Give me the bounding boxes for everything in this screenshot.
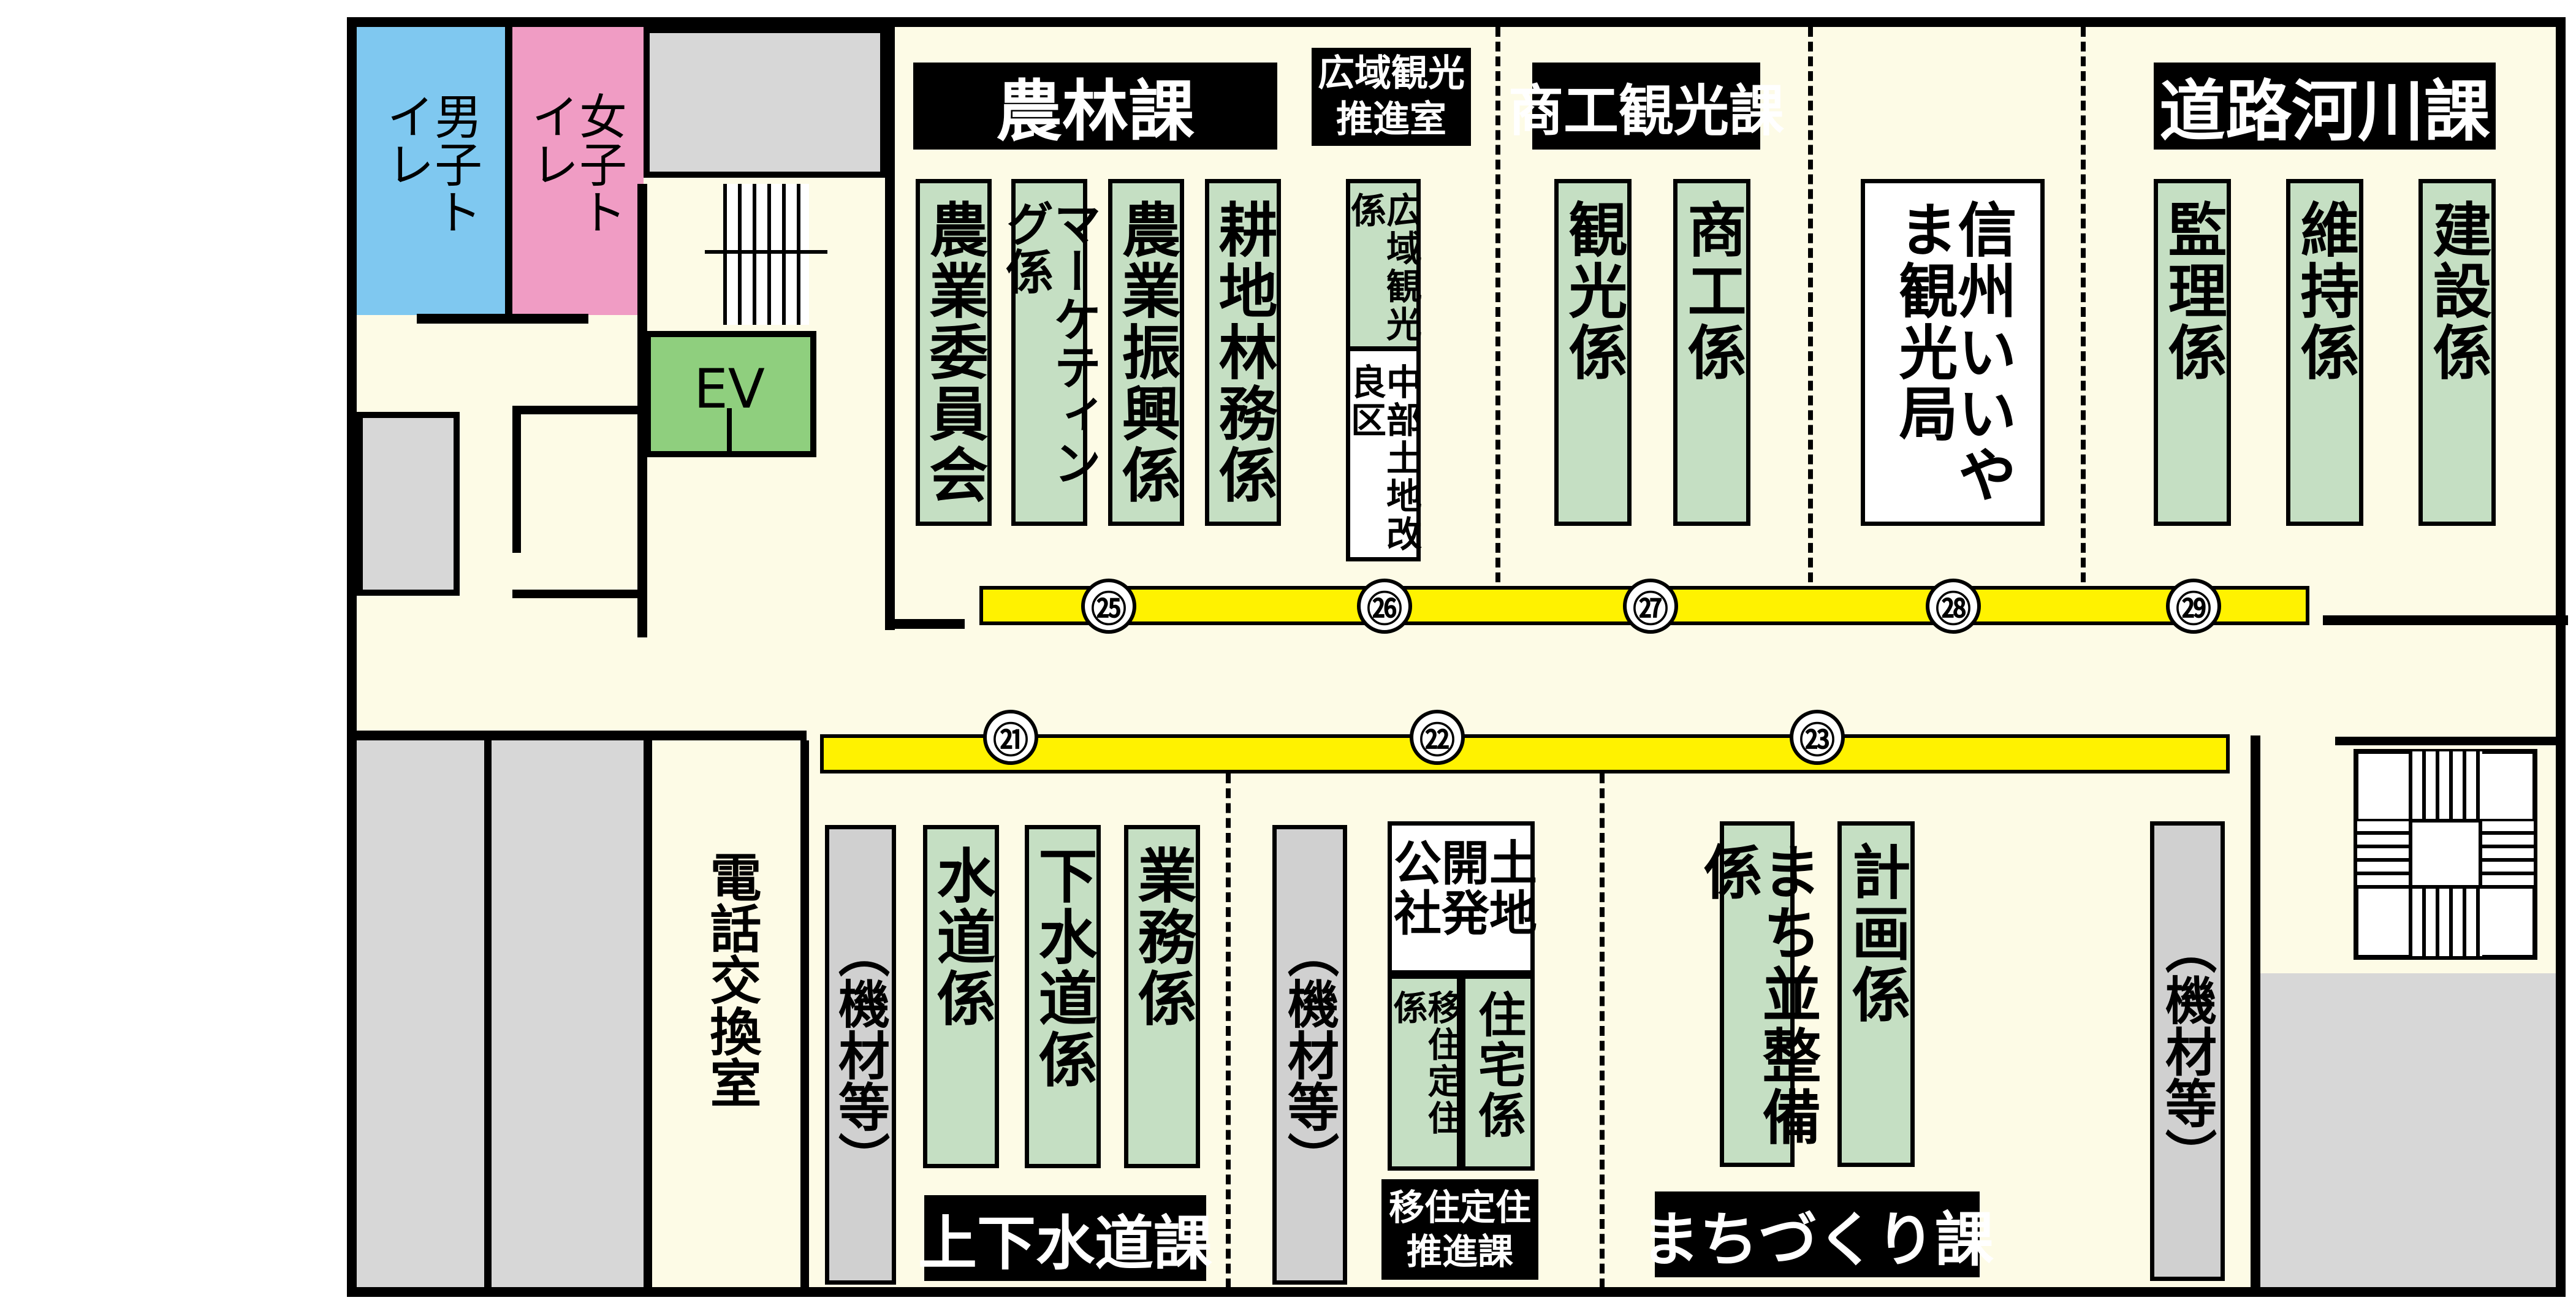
desk-marketing: マーケティング係 <box>998 179 1101 526</box>
wall <box>484 740 492 1287</box>
wall <box>512 406 521 553</box>
equipment-area: （機材等） <box>825 825 896 1285</box>
desk-machinami: まち並整備係 <box>1693 821 1821 1167</box>
equipment-area: （機材等） <box>1272 825 1347 1285</box>
womens-toilet-label: 女子トイレ <box>523 92 626 235</box>
desk-nogyo-shinko: 農業振興係 <box>1108 179 1184 526</box>
section-divider <box>1226 773 1231 1288</box>
telephone-room-label: 電話交換室 <box>702 851 762 1108</box>
storage-room <box>357 740 484 1287</box>
stairs-steps-right <box>2482 819 2534 889</box>
desk-tochi-kaihatsu: 土地開発公社 <box>1386 821 1537 975</box>
counter-26[interactable]: ㉖ <box>1357 579 1412 634</box>
stairs-steps-top <box>2409 751 2482 819</box>
stairs-steps-left <box>2357 819 2409 889</box>
counter-22[interactable]: ㉒ <box>1410 710 1465 765</box>
desk-gesuido: 下水道係 <box>1025 825 1101 1168</box>
counter-29[interactable]: ㉙ <box>2166 579 2221 634</box>
section-title-ijuu: 移住定住 推進課 <box>1381 1179 1538 1280</box>
section-title-shoko: 商工観光課 <box>1508 63 1784 150</box>
wall <box>417 314 588 324</box>
desk-kanri: 監理係 <box>2154 179 2231 526</box>
desk-kochi-rimmu: 耕地林務係 <box>1205 179 1281 526</box>
section-title-machizukuri: まちづくり課 <box>1641 1191 1994 1277</box>
section-title-norin: 農林課 <box>913 63 1277 150</box>
stairs-rail <box>705 250 827 254</box>
desk-shinshu-kanko: 信州いいやま観光局 <box>1861 179 2045 526</box>
stairs-steps-bottom <box>2409 889 2482 956</box>
elevator-door <box>727 408 732 457</box>
desk-chubu-tochi: 中部土地改良区 <box>1345 347 1422 561</box>
section-divider <box>2081 27 2086 597</box>
north-office-wall <box>2323 615 2568 625</box>
counter-21[interactable]: ㉑ <box>983 710 1038 765</box>
section-divider <box>1600 773 1605 1288</box>
mens-toilet <box>357 27 505 315</box>
counter-28[interactable]: ㉘ <box>1926 579 1981 634</box>
desk-shoko: 商工係 <box>1673 179 1750 526</box>
telephone-room <box>652 740 803 1287</box>
equipment-area: （機材等） <box>2150 821 2225 1281</box>
stairs <box>723 184 809 325</box>
mens-toilet-label: 男子トイレ <box>379 92 482 235</box>
section-title-josuido: 上下水道課 <box>918 1195 1212 1281</box>
desk-kanko: 観光係 <box>1554 179 1632 526</box>
wall <box>2335 737 2562 745</box>
section-divider <box>1808 27 1813 597</box>
stairs-landing <box>2409 819 2482 889</box>
corridor-wall <box>347 731 807 740</box>
wall <box>644 740 652 1287</box>
desk-koiki-kanko: 広域観光係 <box>1345 179 1422 351</box>
desk-suido: 水道係 <box>923 825 999 1168</box>
desk-gyomu: 業務係 <box>1124 825 1200 1168</box>
north-office-wall <box>885 17 895 630</box>
storage-room <box>357 412 460 596</box>
aisle-south <box>820 734 2230 773</box>
womens-toilet <box>505 27 644 315</box>
north-office-wall <box>885 619 965 629</box>
wall <box>800 740 809 1287</box>
wall <box>2251 735 2260 1287</box>
desk-kensetsu: 建設係 <box>2418 179 2496 526</box>
storage-room <box>2260 973 2556 1287</box>
desk-nogyo-iinkai: 農業委員会 <box>916 179 992 526</box>
stair-landing <box>644 27 886 178</box>
desk-ijuu-teiju: 移住定住係 <box>1388 975 1462 1171</box>
desk-iji: 維持係 <box>2286 179 2363 526</box>
desk-keikaku: 計画係 <box>1837 821 1915 1167</box>
wall <box>512 590 644 598</box>
counter-25[interactable]: ㉕ <box>1081 579 1136 634</box>
section-title-doro: 道路河川課 <box>2154 63 2496 150</box>
storage-room <box>492 740 644 1287</box>
counter-23[interactable]: ㉓ <box>1790 710 1845 765</box>
section-divider <box>1495 27 1500 597</box>
desk-jutaku: 住宅係 <box>1461 975 1535 1171</box>
counter-27[interactable]: ㉗ <box>1623 579 1678 634</box>
wall <box>515 406 644 414</box>
section-title-koiki: 広域観光 推進室 <box>1312 48 1471 146</box>
